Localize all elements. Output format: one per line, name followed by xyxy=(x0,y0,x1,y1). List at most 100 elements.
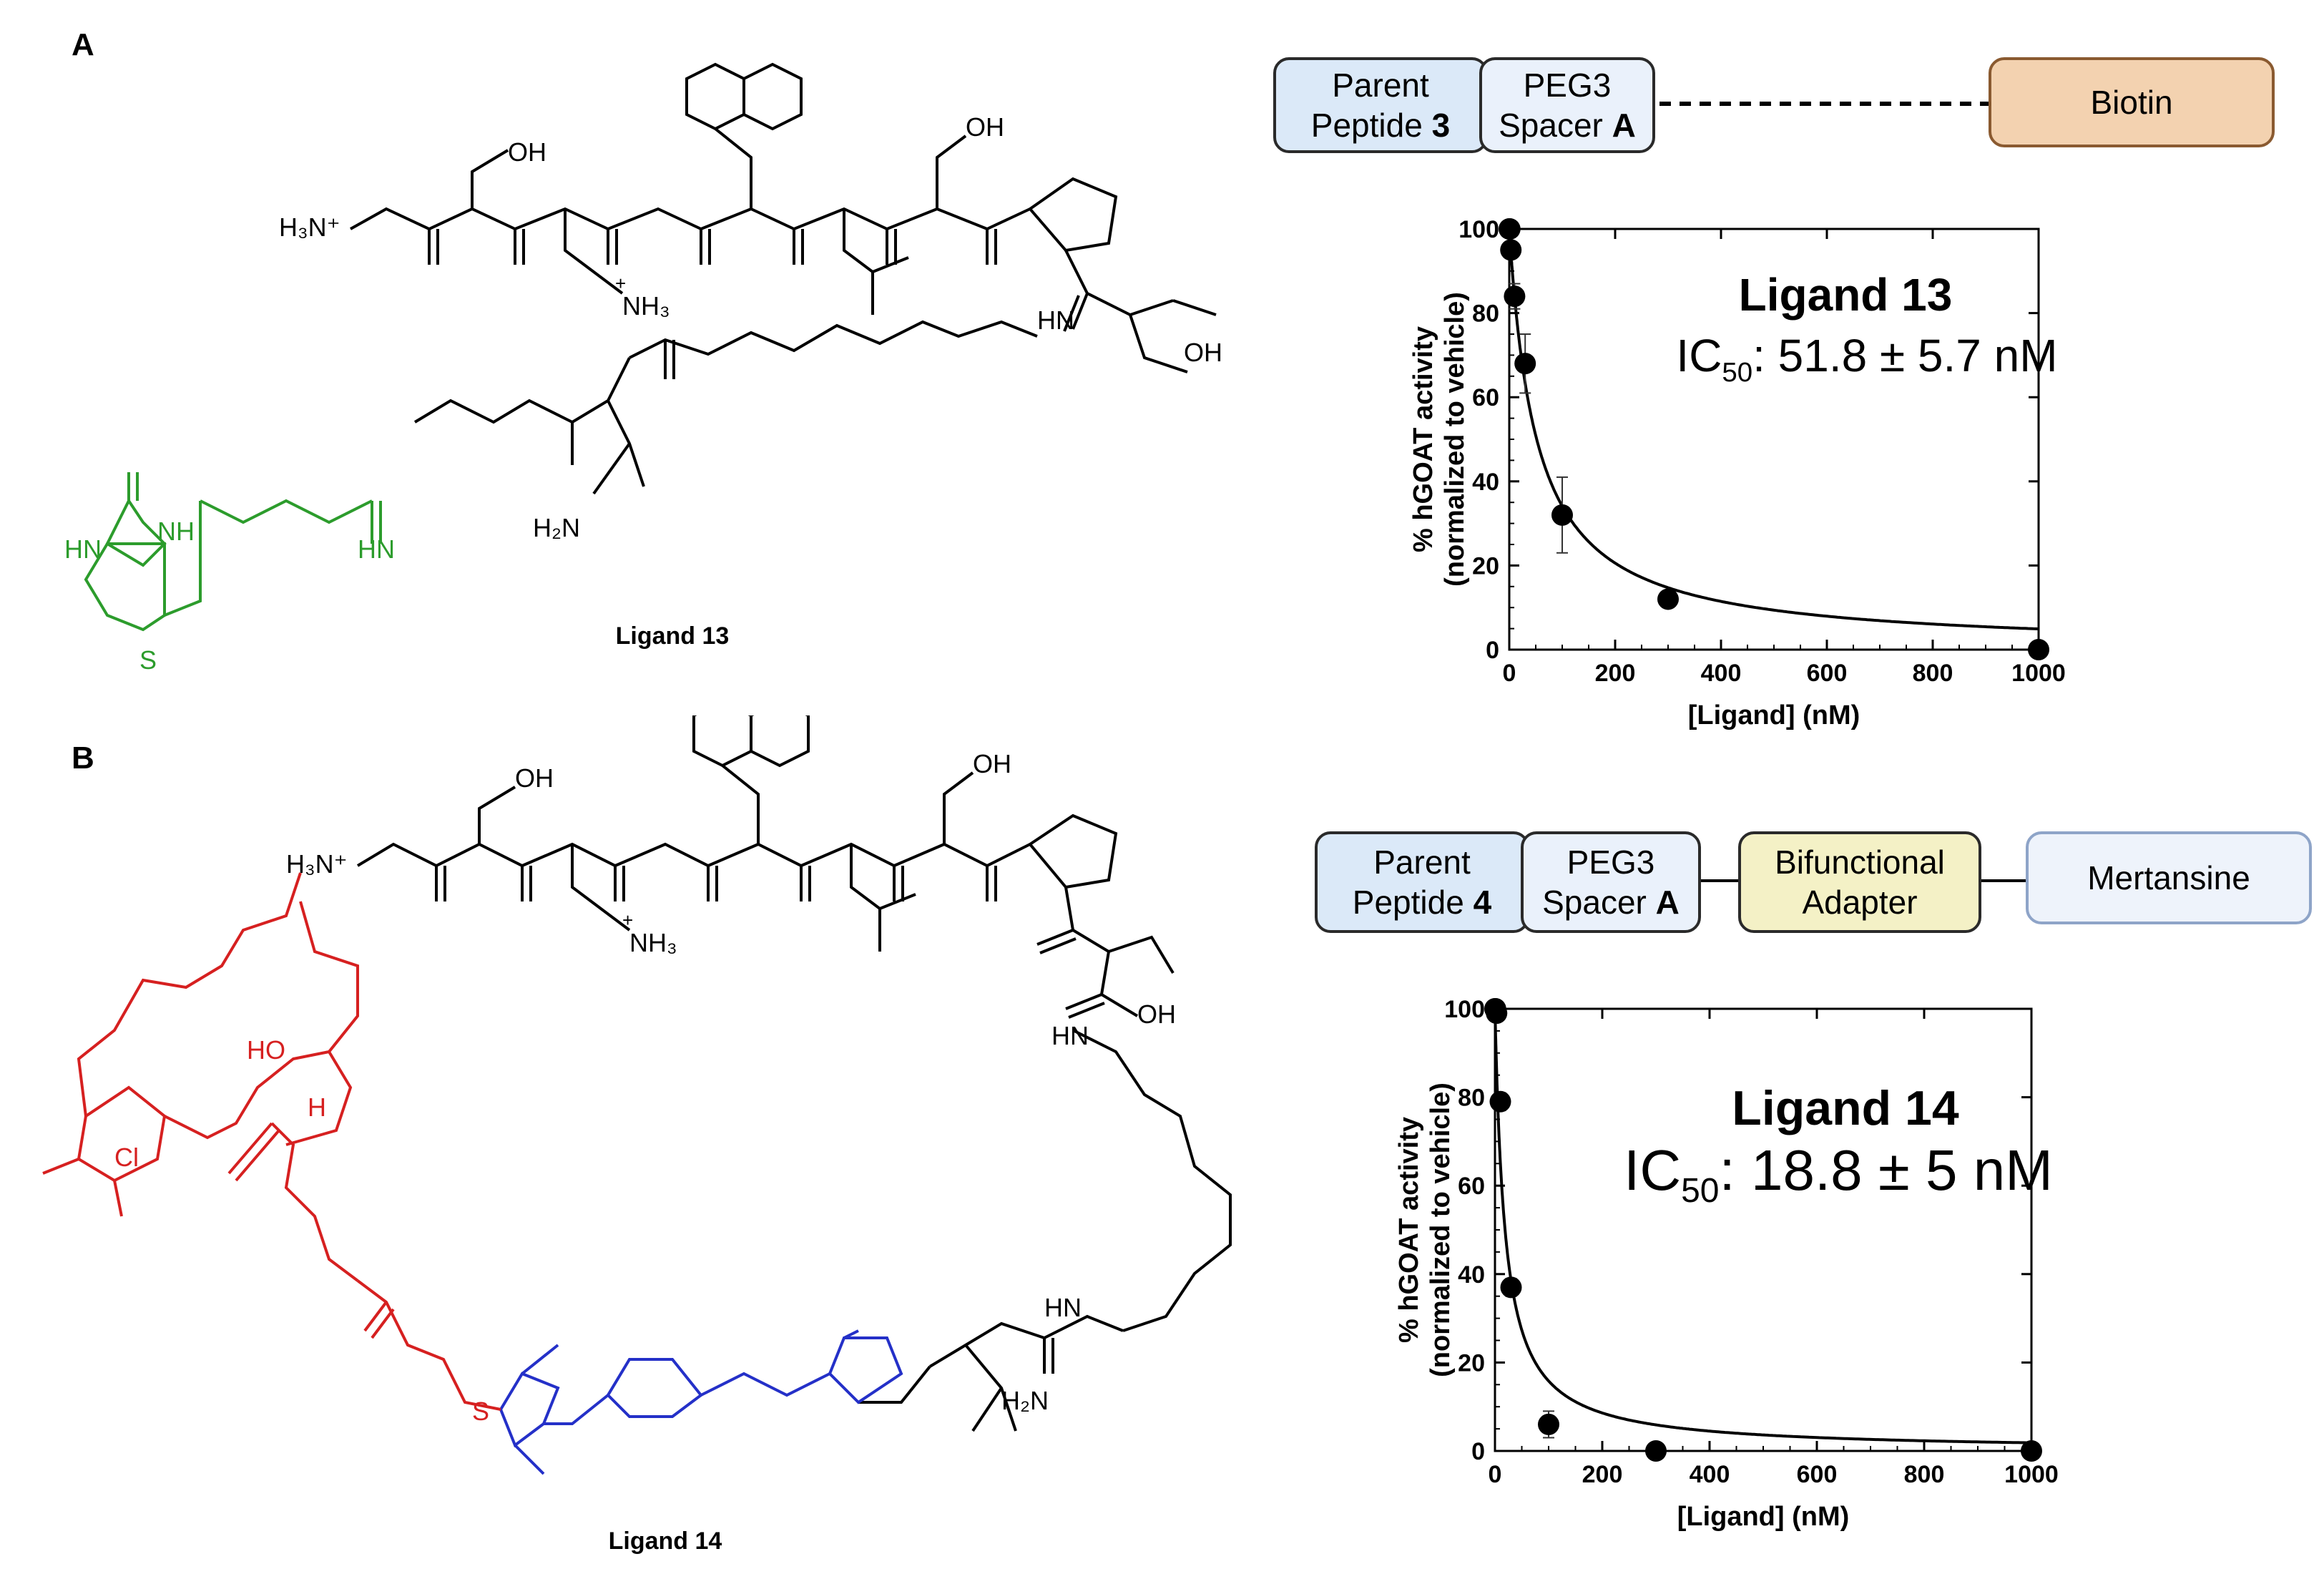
chart-ligand-13-annotation-title: Ligand 13 xyxy=(1738,269,1953,321)
y-axis-label-line1: % hGOAT activity xyxy=(1408,326,1438,552)
spacer-box-line1: PEG3 xyxy=(1567,844,1655,881)
y-tick-label: 20 xyxy=(1472,552,1499,580)
atom-h3n: H₃N⁺ xyxy=(279,212,340,242)
data-point xyxy=(1499,218,1521,240)
data-point xyxy=(1551,504,1573,526)
atom-h2n: H₂N xyxy=(533,513,580,542)
atom-s: S xyxy=(472,1397,489,1426)
atom-cl: Cl xyxy=(114,1143,139,1172)
ligand-13-biotin-labels: HN HN NH S xyxy=(64,517,395,675)
atom-plus: + xyxy=(615,273,626,294)
data-point xyxy=(1489,1090,1511,1113)
atom-s-biotin: S xyxy=(139,645,157,675)
biotin-box: Biotin xyxy=(1989,57,2275,147)
chart-ligand-14-ic50: IC50: 18.8 ± 5 nM xyxy=(1624,1138,2053,1210)
bifunctional-adapter-box: Bifunctional Adapter xyxy=(1738,831,1981,933)
x-tick-label: 1000 xyxy=(2004,1461,2059,1488)
y-axis-label-line2: (normalized to vehicle) xyxy=(1426,1082,1456,1377)
y-axis-label-line2: (normalized to vehicle) xyxy=(1440,292,1470,587)
ligand-14-mertansine-labels: Cl HO H S xyxy=(114,1035,489,1426)
y-tick-label: 40 xyxy=(1472,469,1499,496)
peg3-spacer-a-box: PEG3 Spacer A xyxy=(1521,831,1701,933)
parent-box-line2: Peptide 4 xyxy=(1352,884,1492,921)
peg3-spacer-a-box: PEG3 Spacer A xyxy=(1479,57,1655,153)
y-tick-label: 0 xyxy=(1471,1438,1485,1465)
atom-nh3: NH₃ xyxy=(629,928,677,957)
x-tick-label: 800 xyxy=(1904,1461,1945,1488)
chart-ligand-13-ic50: IC50: 51.8 ± 5.7 nM xyxy=(1676,330,2058,388)
x-tick-label: 200 xyxy=(1595,660,1636,687)
panel-letter-a: A xyxy=(72,27,94,62)
ligand-13-biotin-bonds xyxy=(84,472,382,632)
ligand-14-mertansine-bonds xyxy=(42,872,501,1411)
x-tick-label: 600 xyxy=(1797,1461,1838,1488)
atom-h3n: H₃N⁺ xyxy=(286,849,348,879)
parent-box-line1: Parent xyxy=(1332,67,1429,104)
y-axis-label-line1: % hGOAT activity xyxy=(1394,1117,1424,1343)
x-tick-label: 600 xyxy=(1807,660,1848,687)
data-point xyxy=(1538,1413,1559,1435)
data-point xyxy=(2021,1440,2042,1462)
parent-box-line2: Peptide 3 xyxy=(1310,107,1451,144)
biotin-box-label: Biotin xyxy=(2090,84,2173,121)
parent-peptide-4-box: Parent Peptide 4 xyxy=(1315,831,1529,933)
x-tick-label: 0 xyxy=(1489,1461,1502,1488)
atom-hn-biotin: HN xyxy=(64,534,102,564)
atom-hn-biotin-amide: HN xyxy=(358,534,395,564)
ligand-14-label: Ligand 14 xyxy=(608,1528,722,1555)
x-tick-label: 800 xyxy=(1913,660,1953,687)
y-tick-label: 20 xyxy=(1458,1349,1485,1377)
ligand-14-atom-labels: H₃N⁺ OH NH₃ + OH OH HN HN H₂N xyxy=(286,749,1176,1415)
y-tick-label: 80 xyxy=(1458,1085,1485,1112)
atom-oh-ser2: OH xyxy=(973,749,1011,778)
atom-h2n: H₂N xyxy=(1001,1386,1049,1415)
data-point xyxy=(1514,353,1536,375)
atom-hn-link2: HN xyxy=(1044,1293,1082,1322)
y-tick-label: 80 xyxy=(1472,300,1499,328)
atom-h: H xyxy=(308,1093,326,1122)
atom-oh-ser2: OH xyxy=(966,112,1004,142)
y-tick-label: 40 xyxy=(1458,1261,1485,1289)
atom-nh3: NH₃ xyxy=(622,291,670,321)
data-point xyxy=(1645,1440,1667,1462)
ligand-13-atom-labels: H₃N⁺ OH NH₃ + OH OH HN H₂N xyxy=(279,112,1222,542)
atom-oh-ser1: OH xyxy=(515,763,554,793)
atom-nh-biotin: NH xyxy=(157,517,195,546)
y-tick-label: 100 xyxy=(1444,996,1485,1023)
panel-letter-b: B xyxy=(72,740,94,776)
spacer-box-line1: PEG3 xyxy=(1523,67,1612,104)
ligand-14-adapter-bonds xyxy=(499,1329,903,1475)
atom-oh-thr: OH xyxy=(1137,999,1176,1029)
fit-curve xyxy=(1494,1009,2032,1445)
fit-curve xyxy=(1508,229,2039,630)
adapter-box-line2: Adapter xyxy=(1802,884,1918,921)
ligand-13-peptide-bonds xyxy=(350,62,1217,495)
mertansine-box-label: Mertansine xyxy=(2087,859,2250,896)
mertansine-box: Mertansine xyxy=(2026,831,2312,924)
connector-1 xyxy=(1701,879,1738,882)
y-tick-label: 0 xyxy=(1486,637,1499,664)
parent-peptide-3-box: Parent Peptide 3 xyxy=(1273,57,1488,153)
x-tick-label: 200 xyxy=(1582,1461,1623,1488)
plot-frame xyxy=(1494,1007,2033,1452)
atom-oh-ser1: OH xyxy=(508,137,546,167)
ligand-14-peptide-bonds xyxy=(356,715,1232,1432)
atom-plus: + xyxy=(622,909,633,931)
atom-hn-link: HN xyxy=(1051,1021,1089,1050)
data-point xyxy=(2028,639,2049,660)
ligand-14-structure: H₃N⁺ OH NH₃ + OH OH HN HN H₂N Cl HO H S xyxy=(42,715,1232,1475)
y-tick-label: 60 xyxy=(1458,1173,1485,1200)
data-point xyxy=(1504,285,1526,308)
ligand-13-label: Ligand 13 xyxy=(615,622,730,650)
adapter-box-line1: Bifunctional xyxy=(1775,844,1945,881)
data-point xyxy=(1500,239,1522,261)
x-tick-label: 0 xyxy=(1503,660,1516,687)
chart-ligand-14-annotation-title: Ligand 14 xyxy=(1732,1081,1959,1135)
atom-ho: HO xyxy=(247,1035,285,1065)
connector-2 xyxy=(1981,879,2026,882)
x-axis-label: [Ligand] (nM) xyxy=(1677,1502,1850,1532)
spacer-box-line2: Spacer A xyxy=(1499,107,1636,144)
ligand-13-structure: H₃N⁺ OH NH₃ + OH OH HN H₂N HN HN NH S xyxy=(64,62,1222,675)
